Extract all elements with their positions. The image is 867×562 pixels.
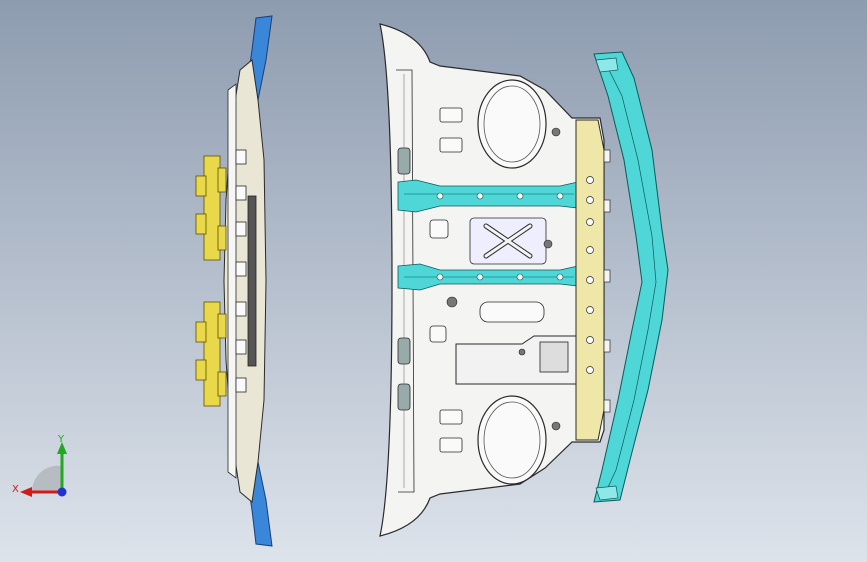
left-side-view[interactable] [195,15,273,547]
side-panel-flange[interactable] [227,83,237,479]
upper-opening[interactable] [477,79,547,169]
coordinate-triad: X Y [10,434,74,506]
cyan-beam-body[interactable] [593,51,669,503]
right-cyan-beam[interactable] [593,51,669,503]
center-rear-panel[interactable] [379,23,611,537]
lower-opening[interactable] [477,395,547,485]
x-axis-label: X [12,484,19,495]
y-axis-label: Y [58,434,65,445]
x-emboss [469,217,547,265]
lower-yellow-brackets[interactable] [195,301,227,407]
triad-graphic [20,442,67,497]
side-panel-rail[interactable] [247,195,257,367]
upper-yellow-brackets[interactable] [195,155,227,261]
